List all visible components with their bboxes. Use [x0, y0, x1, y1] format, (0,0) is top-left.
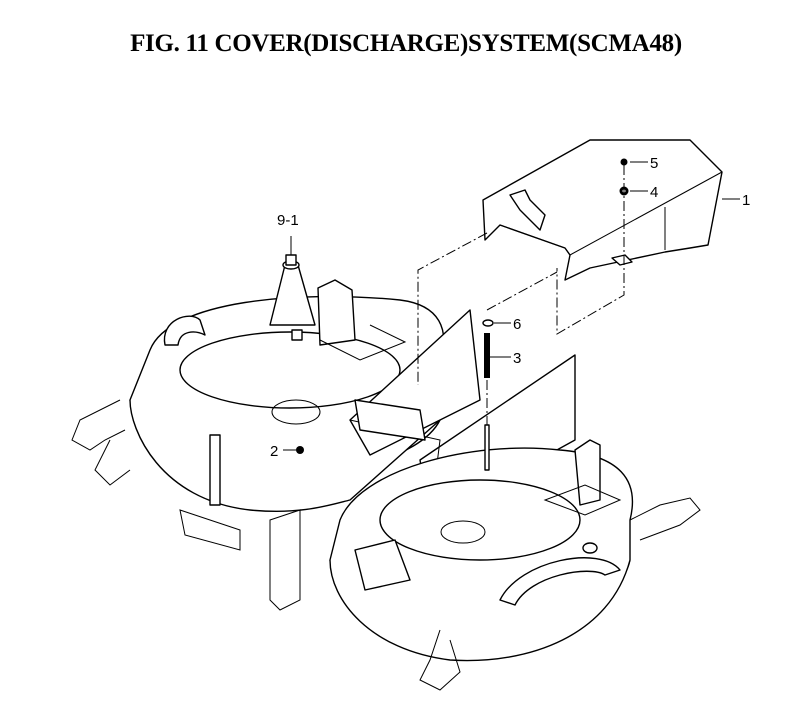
callout-1: 1 [742, 192, 750, 209]
part-6-washer [482, 319, 494, 327]
callout-5: 5 [650, 155, 658, 172]
part-2-nut [296, 446, 304, 454]
callout-4: 4 [650, 184, 658, 201]
callout-3: 3 [513, 350, 521, 367]
assembly-lines [283, 161, 740, 451]
part-5-nut [620, 158, 628, 166]
figure-title: FIG. 11 COVER(DISCHARGE)SYSTEM(SCMA48) [130, 30, 682, 57]
callout-2: 2 [270, 443, 278, 460]
right-deck-housing [329, 439, 701, 691]
callout-6: 6 [513, 316, 521, 333]
part-9-1-spindle-housing [269, 254, 407, 361]
callout-9-1: 9-1 [277, 212, 299, 229]
part-1-discharge-cover [482, 139, 723, 281]
